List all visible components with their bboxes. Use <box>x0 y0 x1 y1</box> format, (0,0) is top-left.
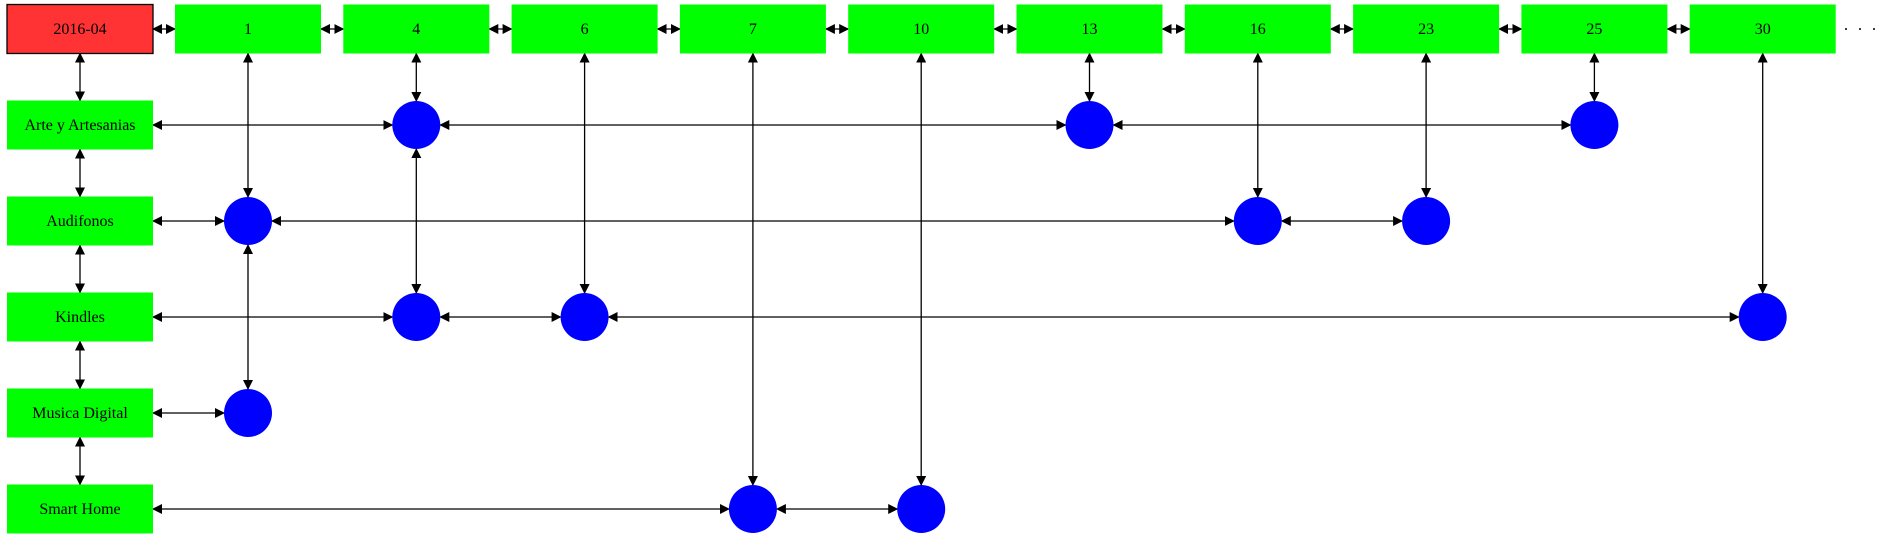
entry-point-audifonos-1 <box>224 197 272 245</box>
day-node-16-box <box>1184 4 1331 54</box>
category-node-smart-home-label: Smart Home <box>39 501 120 518</box>
continuation-dot <box>1873 28 1875 30</box>
day-node-1: 1 <box>175 4 321 54</box>
day-node-30-label: 30 <box>1755 21 1771 38</box>
category-node-kindles-label: Kindles <box>55 309 105 326</box>
continuation-dot <box>1845 28 1847 30</box>
entry-point-kindles-6 <box>560 293 609 341</box>
day-node-23-box <box>1353 4 1500 54</box>
category-node-arte-y-artesanias-box <box>7 100 153 150</box>
day-node-16: 16 <box>1184 4 1331 54</box>
category-node-smart-home: Smart Home <box>7 484 153 534</box>
entry-point-kindles-30 <box>1738 293 1787 341</box>
day-node-13-label: 13 <box>1082 21 1098 38</box>
day-node-25-box <box>1521 4 1668 54</box>
day-node-13-box <box>1016 4 1163 54</box>
category-node-audifonos: Audifonos <box>7 196 153 246</box>
day-node-25: 25 <box>1521 4 1668 54</box>
continuation-dot <box>1859 28 1861 30</box>
entry-point-arte-y-artesanias-4 <box>392 101 441 149</box>
day-node-30: 30 <box>1689 4 1836 54</box>
day-node-7: 7 <box>679 4 826 54</box>
root-month-node-box <box>6 3 154 55</box>
day-node-10: 10 <box>848 4 995 54</box>
category-node-arte-y-artesanias: Arte y Artesanias <box>7 100 153 150</box>
day-node-16-label: 16 <box>1250 21 1266 38</box>
day-node-25-label: 25 <box>1586 21 1602 38</box>
day-node-4: 4 <box>343 4 490 54</box>
day-node-6-box <box>511 4 658 54</box>
day-node-4-label: 4 <box>412 21 420 38</box>
root-month-node: 2016-04 <box>6 3 154 55</box>
day-node-6-label: 6 <box>581 21 589 38</box>
category-node-musica-digital: Musica Digital <box>7 388 153 438</box>
entry-point-arte-y-artesanias-13 <box>1065 101 1114 149</box>
day-node-13: 13 <box>1016 4 1163 54</box>
day-node-7-box <box>679 4 826 54</box>
category-node-musica-digital-box <box>7 388 153 438</box>
entry-point-smart-home-10 <box>897 485 946 533</box>
entry-point-musica-digital-1 <box>224 389 272 437</box>
entry-point-audifonos-16 <box>1233 197 1282 245</box>
day-node-10-box <box>848 4 995 54</box>
category-node-smart-home-box <box>7 484 153 534</box>
day-node-10-label: 10 <box>913 21 929 38</box>
root-month-node-label: 2016-04 <box>53 21 106 38</box>
day-node-4-box <box>343 4 490 54</box>
day-node-6: 6 <box>511 4 658 54</box>
category-node-arte-y-artesanias-label: Arte y Artesanias <box>24 117 135 134</box>
category-node-musica-digital-label: Musica Digital <box>32 405 128 422</box>
edges-layer <box>75 24 1768 514</box>
category-node-kindles-box <box>7 292 153 342</box>
category-node-audifonos-label: Audifonos <box>46 213 114 230</box>
category-node-kindles: Kindles <box>7 292 153 342</box>
entry-point-smart-home-7 <box>728 485 777 533</box>
day-node-1-box <box>175 4 321 54</box>
entry-point-arte-y-artesanias-25 <box>1570 101 1619 149</box>
entry-point-audifonos-23 <box>1402 197 1451 245</box>
day-node-30-box <box>1689 4 1836 54</box>
day-node-1-label: 1 <box>244 21 252 38</box>
category-node-audifonos-box <box>7 196 153 246</box>
day-node-7-label: 7 <box>749 21 757 38</box>
day-node-23-label: 23 <box>1418 21 1434 38</box>
day-node-23: 23 <box>1353 4 1500 54</box>
entry-point-kindles-4 <box>392 293 441 341</box>
